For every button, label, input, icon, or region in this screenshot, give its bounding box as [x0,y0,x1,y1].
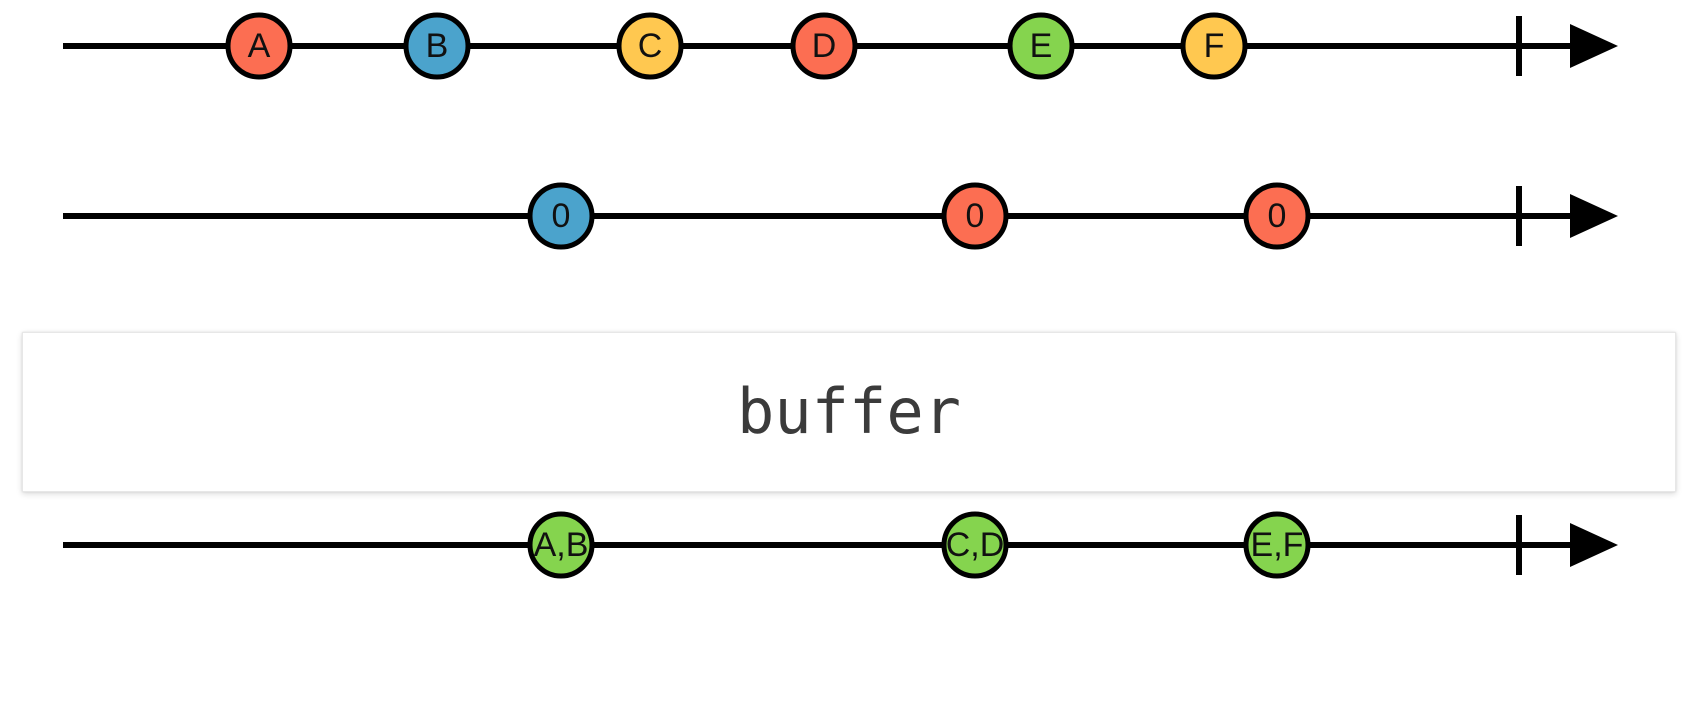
marble-circle[interactable] [1243,511,1311,579]
notifier-timeline: 0 0 0 [63,182,1618,250]
operator-label: buffer [737,375,961,448]
marble[interactable]: B [403,12,471,80]
marble-circle[interactable] [790,12,858,80]
marble[interactable]: 0 [527,182,595,250]
marble-circle[interactable] [941,182,1009,250]
marble-circle[interactable] [527,511,595,579]
marble-circle[interactable] [527,182,595,250]
marble[interactable]: 0 [941,182,1009,250]
marble-label: 0 [552,197,571,235]
marble-circle[interactable] [225,12,293,80]
marble-label: 0 [1268,197,1287,235]
marble-label: E,F [1251,526,1304,564]
marble-circle[interactable] [403,12,471,80]
marble[interactable]: A [225,12,293,80]
marble-label: A [248,27,271,65]
marble-label: D [812,27,837,65]
marble[interactable]: C [616,12,684,80]
timeline-arrowhead [1570,24,1618,68]
marble[interactable]: D [790,12,858,80]
marble[interactable]: C,D [941,511,1009,579]
operator-box: buffer [22,332,1676,492]
marble[interactable]: F [1180,12,1248,80]
timeline-arrowhead [1570,194,1618,238]
marble[interactable]: A,B [527,511,595,579]
marble-label: F [1204,27,1225,65]
timeline-arrowhead [1570,523,1618,567]
marble-label: C,D [946,526,1005,564]
marble-circle[interactable] [1007,12,1075,80]
marble-circle[interactable] [616,12,684,80]
marble-circle[interactable] [941,511,1009,579]
output-timeline: A,B C,D E,F [63,511,1618,579]
marble[interactable]: E [1007,12,1075,80]
marble-label: E [1030,27,1053,65]
marble-label: A,B [534,526,589,564]
source-timeline: A B C D E F [63,12,1618,80]
marble-label: C [638,27,663,65]
marble-label: B [426,27,449,65]
marble-label: 0 [966,197,985,235]
marble-circle[interactable] [1180,12,1248,80]
marble[interactable]: E,F [1243,511,1311,579]
marble-circle[interactable] [1243,182,1311,250]
marble[interactable]: 0 [1243,182,1311,250]
